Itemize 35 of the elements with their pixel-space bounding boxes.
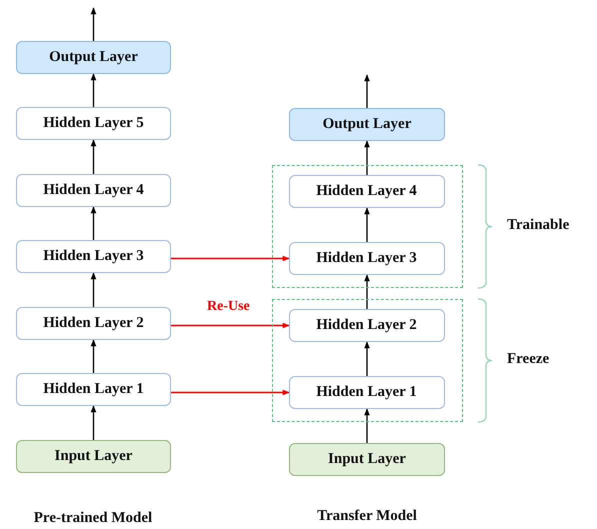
output-layer-box: Output Layer <box>16 41 171 74</box>
arrow <box>171 322 290 328</box>
arrow <box>364 408 370 443</box>
hidden-layer-box: Hidden Layer 4 <box>288 174 444 208</box>
input-layer-box: Input Layer <box>289 443 445 476</box>
arrow <box>90 206 96 240</box>
output-layer-box: Output Layer <box>289 108 445 141</box>
arrow <box>90 73 96 107</box>
hidden-layer-box: Hidden Layer 3 <box>288 242 444 274</box>
hidden-layer-box: Hidden Layer 2 <box>16 307 171 340</box>
arrow <box>90 339 96 373</box>
arrow <box>364 140 370 175</box>
model-caption: Pre-trained Model <box>34 510 152 527</box>
dashed-group-frame <box>272 299 463 422</box>
hidden-layer-box: Hidden Layer 3 <box>16 240 171 273</box>
arrow <box>90 405 96 440</box>
arrow <box>364 274 370 309</box>
hidden-layer-box: Hidden Layer 1 <box>288 376 444 408</box>
hidden-layer-box: Hidden Layer 5 <box>16 107 171 140</box>
group-label: Trainable <box>507 216 570 234</box>
arrow <box>90 139 96 174</box>
arrow <box>171 256 290 262</box>
hidden-layer-box: Hidden Layer 2 <box>288 308 444 342</box>
hidden-layer-box: Hidden Layer 4 <box>16 174 171 207</box>
arrow <box>171 390 290 396</box>
model-caption: Transfer Model <box>317 508 417 525</box>
arrow <box>364 74 370 108</box>
arrow <box>90 7 96 41</box>
input-layer-box: Input Layer <box>16 440 171 473</box>
hidden-layer-box: Hidden Layer 1 <box>16 373 171 406</box>
dashed-group-frame <box>272 165 463 288</box>
arrow <box>364 341 370 376</box>
arrow <box>364 207 370 242</box>
arrow <box>90 272 96 307</box>
group-label: Freeze <box>507 350 550 368</box>
